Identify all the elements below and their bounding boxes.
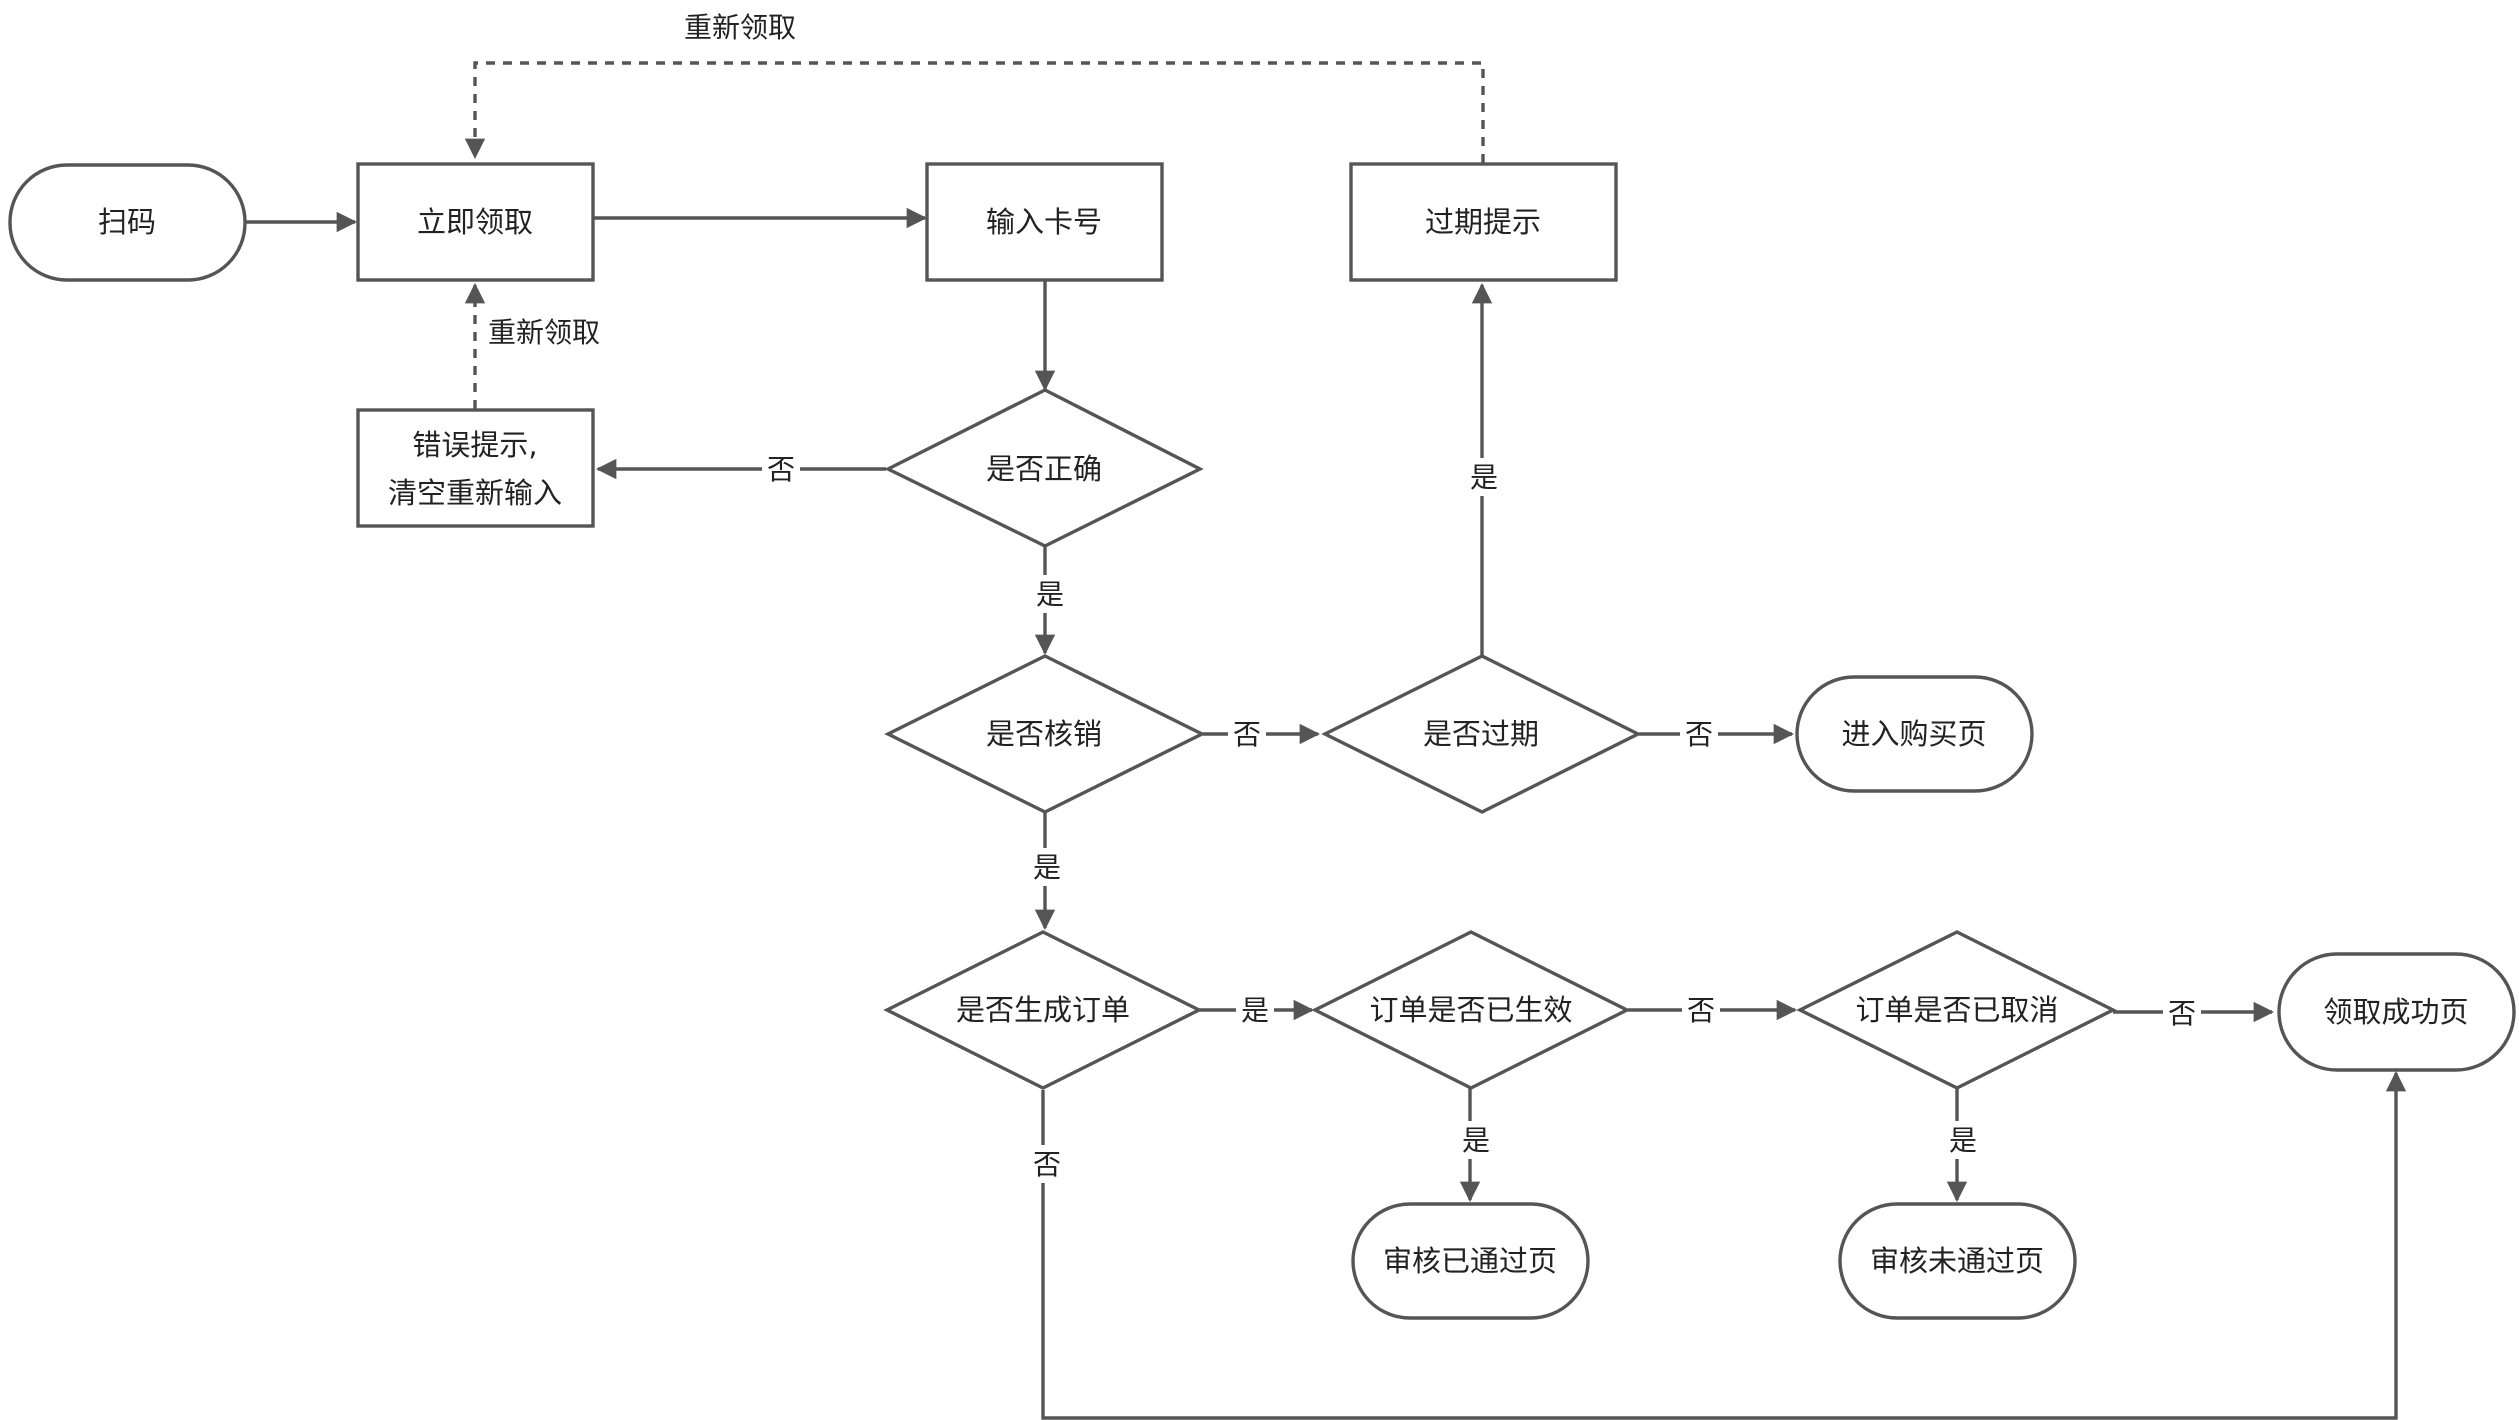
node-is-redeemed-shape — [884, 654, 1206, 814]
edge-order-created-no — [1041, 1070, 2407, 1420]
node-scan-shape — [8, 163, 247, 282]
node-review-failed-label: 审核未通过页 — [1870, 1244, 2044, 1278]
node-purchase-page-label: 进入购买页 — [1841, 717, 1986, 751]
edge-label-order-yes: 是 — [1241, 994, 1269, 1027]
nodes: 扫码 立即领取 输入卡号 过期提示 错误提示, 清空重新输入 是否正确 是否核销… — [8, 162, 2516, 1320]
node-is-correct-label: 是否正确 — [986, 452, 1102, 486]
node-claim-now-shape — [356, 162, 595, 282]
node-expired-tip-shape — [1349, 162, 1618, 282]
node-is-redeemed-label: 是否核销 — [986, 717, 1102, 751]
node-is-expired-shape — [1321, 654, 1642, 814]
edge-label-cancelled-yes: 是 — [1949, 1124, 1977, 1157]
node-claim-success-label: 领取成功页 — [2323, 995, 2468, 1029]
edge-label-correct-no: 否 — [767, 453, 795, 486]
node-error-tip-label-line1: 错误提示, — [412, 428, 537, 462]
node-order-effective-label: 订单是否已生效 — [1369, 993, 1572, 1027]
edge-label-reclaim-top: 重新领取 — [684, 11, 796, 44]
edge-label-effective-yes: 是 — [1462, 1124, 1490, 1157]
edge-label-expired-yes: 是 — [1470, 461, 1498, 494]
edge-expired-tip-to-claim-dashed — [464, 61, 1485, 163]
node-is-expired-label: 是否过期 — [1423, 717, 1539, 751]
node-error-tip-shape — [356, 408, 595, 528]
node-is-correct-shape — [884, 388, 1204, 548]
edge-label-order-no: 否 — [1033, 1148, 1061, 1181]
node-enter-card-label: 输入卡号 — [986, 205, 1102, 239]
node-claim-now-label: 立即领取 — [417, 205, 533, 239]
node-review-failed-shape — [1838, 1202, 2077, 1320]
node-claim-success-shape — [2277, 952, 2516, 1072]
node-order-effective-shape — [1311, 930, 1631, 1090]
node-error-tip-label-line2: 清空重新输入 — [388, 476, 562, 510]
edge-label-redeemed-no: 否 — [1233, 718, 1261, 751]
node-order-created-label: 是否生成订单 — [956, 993, 1130, 1027]
edge-label-expired-no: 否 — [1685, 718, 1713, 751]
node-review-passed-label: 审核已通过页 — [1383, 1244, 1557, 1278]
node-order-cancelled-label: 订单是否已取消 — [1855, 993, 2058, 1027]
node-scan-label: 扫码 — [98, 205, 156, 239]
node-order-cancelled-shape — [1796, 930, 2117, 1090]
edge-labels: 重新领取 重新领取 否 是 是 否 否 是 是 否 否 否 — [484, 11, 2201, 1183]
node-order-created-shape — [883, 930, 1203, 1090]
node-expired-tip-label: 过期提示 — [1425, 205, 1541, 239]
edge-label-effective-no: 否 — [1687, 994, 1715, 1027]
edge-label-redeemed-yes: 是 — [1033, 851, 1061, 884]
node-enter-card-shape — [925, 162, 1164, 282]
node-review-passed-shape — [1351, 1202, 1590, 1320]
edge-label-reclaim-left: 重新领取 — [488, 316, 600, 349]
edge-label-cancelled-no: 否 — [2168, 997, 2196, 1030]
edge-label-correct-yes: 是 — [1036, 578, 1064, 611]
node-purchase-page-shape — [1795, 675, 2034, 793]
